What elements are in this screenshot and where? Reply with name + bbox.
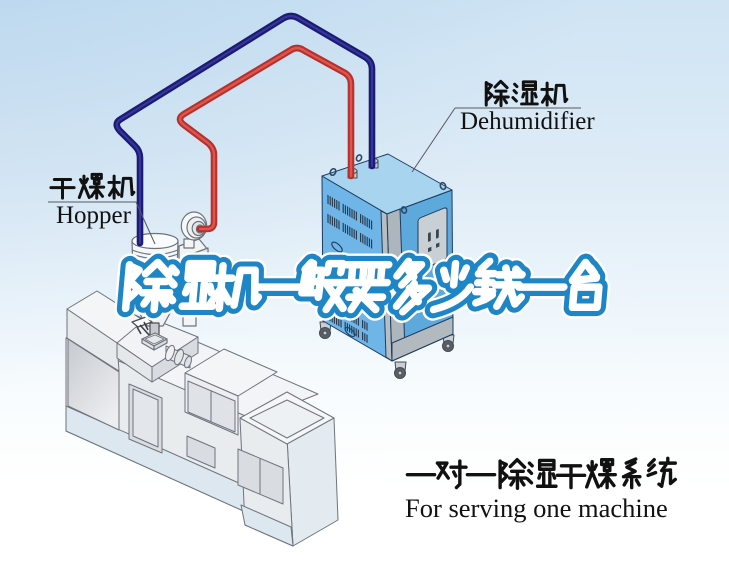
svg-text:Hopper: Hopper — [56, 202, 132, 229]
svg-text:Dehumidifier: Dehumidifier — [460, 108, 595, 135]
svg-text:For serving one machine: For serving one machine — [405, 493, 668, 523]
